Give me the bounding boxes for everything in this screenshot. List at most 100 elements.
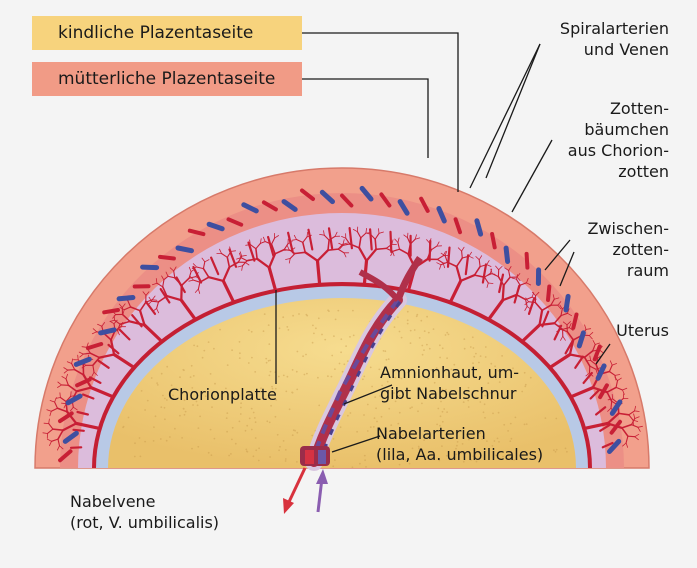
cavity-texture-dot <box>356 431 358 433</box>
cavity-texture-dot <box>264 313 266 315</box>
cavity-texture-dot <box>472 336 474 338</box>
maternal-vein <box>143 267 157 268</box>
cavity-texture-dot <box>285 458 287 460</box>
cavity-texture-dot <box>340 426 342 428</box>
cavity-texture-dot <box>521 391 523 393</box>
cavity-texture-dot <box>265 358 267 360</box>
cavity-texture-dot <box>166 440 168 442</box>
cavity-texture-dot <box>306 315 308 317</box>
cavity-texture-dot <box>363 376 365 378</box>
cavity-texture-dot <box>397 316 399 318</box>
cavity-texture-dot <box>289 408 291 410</box>
cavity-texture-dot <box>367 404 369 406</box>
cavity-texture-dot <box>219 329 221 331</box>
cavity-texture-dot <box>296 371 298 373</box>
cavity-texture-dot <box>266 420 268 422</box>
cavity-texture-dot <box>253 455 255 457</box>
cavity-texture-dot <box>193 375 195 377</box>
cavity-texture-dot <box>161 373 163 375</box>
cavity-texture-dot <box>246 425 248 427</box>
cavity-texture-dot <box>498 412 500 414</box>
cavity-texture-dot <box>202 357 204 359</box>
cavity-texture-dot <box>480 355 482 357</box>
cavity-texture-dot <box>179 415 181 417</box>
cavity-texture-dot <box>381 416 383 418</box>
cavity-texture-dot <box>362 378 364 380</box>
villus-branch <box>488 283 493 284</box>
cavity-texture-dot <box>239 352 241 354</box>
cavity-texture-dot <box>151 377 153 379</box>
cavity-texture-dot <box>160 406 162 408</box>
cavity-texture-dot <box>419 337 421 339</box>
cavity-texture-dot <box>245 430 247 432</box>
cavity-texture-dot <box>210 429 212 431</box>
cavity-texture-dot <box>147 400 149 402</box>
cavity-texture-dot <box>473 356 475 358</box>
cavity-texture-dot <box>239 421 241 423</box>
cavity-texture-dot <box>183 369 185 371</box>
cavity-texture-dot <box>470 346 472 348</box>
cavity-texture-dot <box>269 456 271 458</box>
cavity-texture-dot <box>193 345 195 347</box>
cavity-texture-dot <box>169 436 171 438</box>
cavity-texture-dot <box>556 449 558 451</box>
maternal-artery <box>104 310 118 312</box>
cavity-texture-dot <box>278 449 280 451</box>
cavity-texture-dot <box>197 345 199 347</box>
cavity-texture-dot <box>367 430 369 432</box>
cavity-texture-dot <box>228 455 230 457</box>
cavity-texture-dot <box>230 453 232 455</box>
villus-branch <box>462 251 463 258</box>
cavity-texture-dot <box>555 451 557 453</box>
label-chorionic-plate: Chorionplatte <box>168 384 277 405</box>
villus-branch <box>328 249 338 250</box>
cavity-texture-dot <box>185 411 187 413</box>
cavity-texture-dot <box>297 351 299 353</box>
cavity-texture-dot <box>364 459 366 461</box>
villus-branch <box>78 355 79 360</box>
cavity-texture-dot <box>318 317 320 319</box>
cavity-texture-dot <box>422 354 424 356</box>
villus-branch <box>318 261 320 283</box>
cavity-texture-dot <box>484 417 486 419</box>
cavity-texture-dot <box>331 355 333 357</box>
cavity-texture-dot <box>342 371 344 373</box>
cavity-texture-dot <box>525 384 527 386</box>
label-intervillous-space: Zwischen- zotten- raum <box>509 218 669 281</box>
cavity-texture-dot <box>294 430 296 432</box>
cavity-texture-dot <box>214 438 216 440</box>
villus-branch <box>503 285 504 300</box>
cavity-texture-dot <box>231 349 233 351</box>
cavity-texture-dot <box>492 413 494 415</box>
cavity-texture-dot <box>485 356 487 358</box>
villus-tip <box>74 430 84 431</box>
maternal-vein <box>178 248 192 251</box>
legend-maternal-side: mütterliche Plazentaseite <box>32 62 302 96</box>
cavity-texture-dot <box>248 329 250 331</box>
cavity-texture-dot <box>315 327 317 329</box>
cavity-texture-dot <box>227 364 229 366</box>
cavity-texture-dot <box>211 406 213 408</box>
label-umbilical-arteries: Nabelarterien (lila, Aa. umbilicales) <box>376 423 543 465</box>
label-uterus: Uterus <box>509 320 669 341</box>
cavity-texture-dot <box>153 426 155 428</box>
cavity-texture-dot <box>285 391 287 393</box>
cavity-texture-dot <box>287 376 289 378</box>
label-amnion: Amnionhaut, um- gibt Nabelschnur <box>380 362 519 404</box>
cavity-texture-dot <box>383 350 385 352</box>
cavity-texture-dot <box>374 417 376 419</box>
cavity-texture-dot <box>254 417 256 419</box>
legend-maternal-label: mütterliche Plazentaseite <box>58 69 275 89</box>
cavity-texture-dot <box>275 416 277 418</box>
cavity-texture-dot <box>463 338 465 340</box>
cavity-texture-dot <box>279 446 281 448</box>
cavity-texture-dot <box>288 329 290 331</box>
villus-branch <box>628 436 635 437</box>
cavity-texture-dot <box>440 415 442 417</box>
cavity-texture-dot <box>174 428 176 430</box>
cavity-texture-dot <box>258 460 260 462</box>
cavity-texture-dot <box>565 448 567 450</box>
cavity-texture-dot <box>448 334 450 336</box>
cavity-texture-dot <box>445 334 447 336</box>
cavity-texture-dot <box>334 368 336 370</box>
